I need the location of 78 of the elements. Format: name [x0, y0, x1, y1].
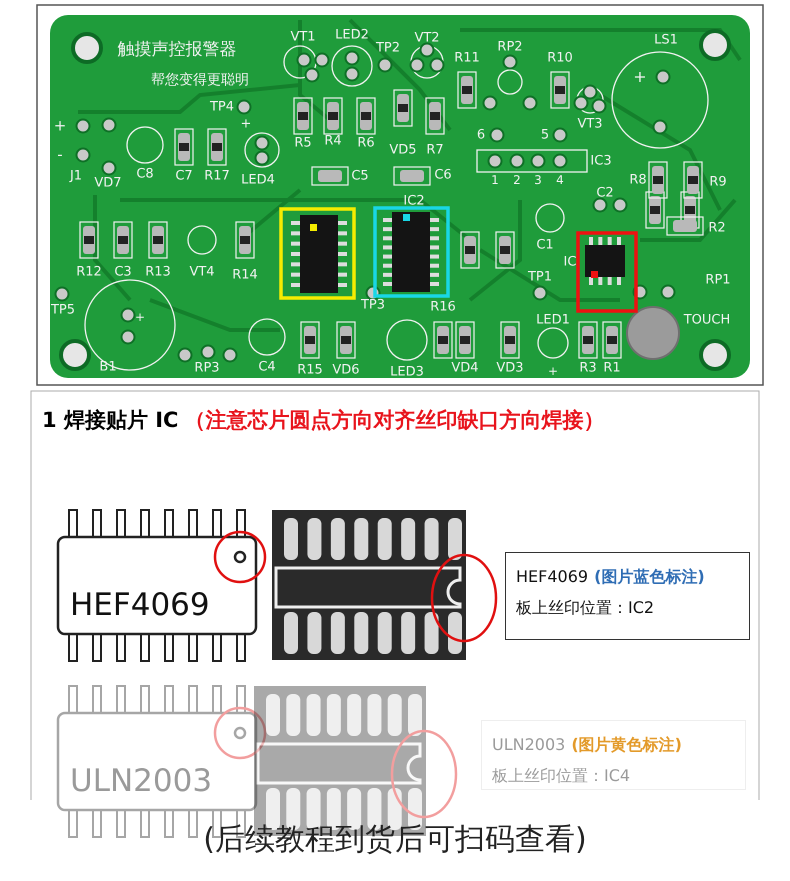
chip-label: HEF4069 [70, 587, 210, 623]
silkscreen-label: RP1 [705, 274, 731, 286]
silkscreen-label: 5 [540, 128, 550, 142]
silkscreen-label: C5 [351, 170, 369, 182]
chip-label: ULN2003 [70, 763, 212, 799]
silkscreen-label: TP4 [210, 100, 234, 114]
silkscreen-label: R5 [294, 136, 312, 150]
silkscreen-label: + [633, 69, 647, 85]
silkscreen-label: R8 [629, 174, 647, 186]
chip-name: ULN2003 [492, 735, 566, 754]
silkscreen-label: 4 [556, 174, 564, 186]
silkscreen-label: R15 [297, 364, 323, 376]
silkscreen-label: LED1 [536, 314, 570, 326]
silkscreen-position: 板上丝印位置：IC4 [492, 766, 632, 786]
silkscreen-label: 2 [513, 174, 521, 186]
silkscreen-label: LS1 [654, 34, 678, 46]
silkscreen-label: R6 [357, 136, 375, 150]
silkscreen-label: VD6 [332, 364, 360, 376]
silkscreen-label: C8 [136, 168, 154, 180]
silkscreen-label: R17 [204, 170, 230, 182]
silkscreen-label: C1 [536, 238, 554, 252]
silkscreen-label: R3 [579, 362, 597, 374]
silkscreen-label: C4 [258, 360, 276, 374]
silkscreen-label: IC [564, 256, 576, 268]
silkscreen-label: R1 [603, 362, 621, 374]
silkscreen-label: TP3 [360, 298, 386, 312]
silkscreen-label: C6 [434, 168, 452, 182]
silkscreen-label: TOUCH [684, 314, 730, 326]
silkscreen-label: + [54, 118, 66, 134]
silkscreen-label: 3 [534, 174, 542, 186]
silkscreen-label: RP3 [194, 362, 220, 374]
color-note: (图片黄色标注) [571, 735, 682, 754]
silkscreen-label: + [134, 311, 146, 323]
silkscreen-label: R10 [547, 52, 573, 64]
silkscreen-label: VD7 [94, 176, 122, 190]
silkscreen-label: R16 [430, 300, 456, 314]
silkscreen-label: TP2 [376, 42, 400, 54]
silkscreen-label: VD3 [496, 362, 524, 374]
warning-note: （注意芯片圆点方向对齐丝印缺口方向焊接） [184, 408, 604, 432]
silkscreen-label: C7 [175, 170, 193, 182]
silkscreen-label: C2 [596, 186, 614, 200]
silkscreen-label: IC3 [590, 154, 612, 168]
caption: (后续教程到货后可扫码查看) [202, 822, 588, 858]
silkscreen-label: - [57, 148, 63, 162]
silkscreen-label: C3 [114, 266, 132, 278]
color-note: (图片蓝色标注) [594, 567, 705, 586]
silkscreen-label: R4 [324, 134, 342, 148]
silkscreen-label: 帮您变得更聪明 [151, 73, 249, 87]
section-heading: 1 焊接贴片 IC [42, 408, 178, 432]
silkscreen-label: R2 [708, 222, 726, 234]
silkscreen-label: LED3 [390, 366, 424, 378]
silkscreen-label: VT2 [414, 32, 440, 44]
silkscreen-position: 板上丝印位置：IC2 [516, 598, 656, 618]
silkscreen-label: VT4 [189, 266, 215, 278]
silkscreen-label: VT3 [577, 118, 603, 130]
silkscreen-label: R9 [709, 176, 727, 188]
silkscreen-label: R11 [454, 52, 480, 64]
silkscreen-label: R13 [145, 266, 171, 278]
silkscreen-label: TP5 [50, 304, 76, 316]
silkscreen-label: VD4 [451, 362, 479, 374]
silkscreen-label: + [548, 365, 558, 377]
silkscreen-label: VT1 [290, 30, 316, 44]
silkscreen-label: R12 [76, 266, 102, 278]
silkscreen-label: 触摸声控报警器 [118, 42, 236, 58]
silkscreen-label: J1 [70, 170, 82, 182]
silkscreen-label: VD5 [389, 144, 417, 156]
silkscreen-label: R7 [426, 144, 444, 156]
silkscreen-label: LED4 [241, 174, 275, 186]
silkscreen-label: IC2 [403, 194, 425, 208]
silkscreen-label: R14 [232, 268, 258, 282]
silkscreen-label: 6 [476, 128, 486, 142]
silkscreen-label: 1 [491, 174, 499, 186]
silkscreen-label: RP2 [497, 40, 523, 54]
silkscreen-label: + [240, 118, 252, 130]
chip-name: HEF4069 [516, 567, 588, 586]
silkscreen-label: TP1 [528, 270, 552, 284]
info-box [505, 552, 750, 640]
silkscreen-label: LED2 [335, 28, 369, 42]
